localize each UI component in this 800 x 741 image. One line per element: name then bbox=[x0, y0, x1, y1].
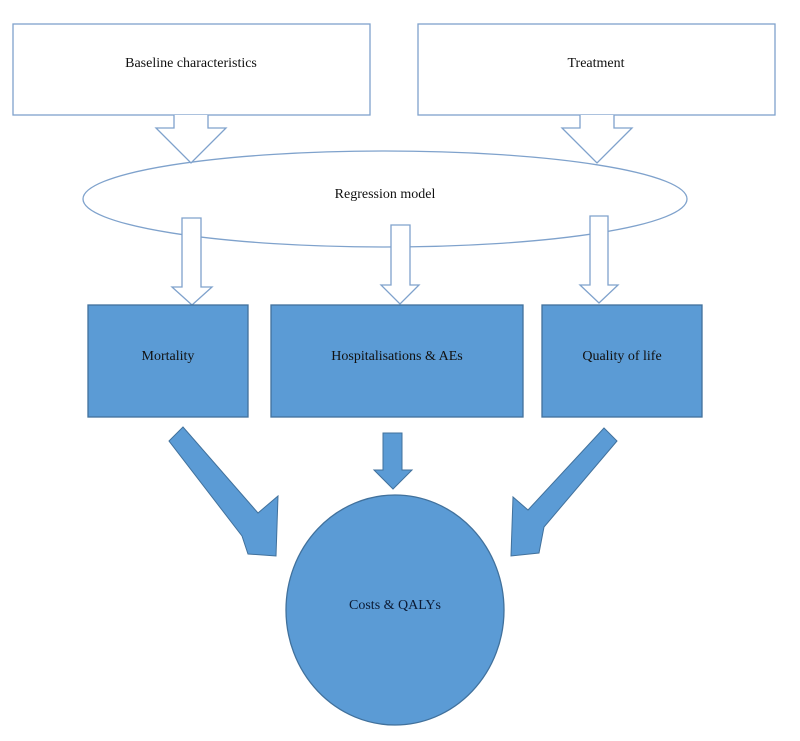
node-quality-of-life: Quality of life bbox=[541, 304, 703, 418]
node-regression-model: Regression model bbox=[82, 150, 688, 248]
arrow-model-to-hospitalisations bbox=[379, 224, 421, 305]
node-baseline: Baseline characteristics bbox=[12, 23, 371, 116]
arrow-model-to-quality bbox=[578, 215, 620, 304]
arrow-model-to-mortality bbox=[170, 217, 214, 306]
regression-label: Regression model bbox=[335, 187, 436, 202]
hospitalisations-label: Hospitalisations & AEs bbox=[331, 349, 462, 364]
treatment-box bbox=[417, 23, 776, 116]
result-circle bbox=[285, 494, 505, 726]
node-treatment: Treatment bbox=[417, 23, 776, 116]
arrow-quality-to-result bbox=[510, 427, 618, 557]
node-result: Costs & QALYs bbox=[285, 494, 505, 726]
mortality-label: Mortality bbox=[142, 349, 195, 364]
arrow-baseline-to-model bbox=[154, 115, 228, 164]
mortality-box bbox=[87, 304, 249, 418]
node-hospitalisations: Hospitalisations & AEs bbox=[270, 304, 524, 418]
arrow-treatment-to-model bbox=[560, 115, 634, 164]
quality-box bbox=[541, 304, 703, 418]
treatment-label: Treatment bbox=[567, 56, 624, 71]
result-label: Costs & QALYs bbox=[349, 598, 441, 613]
arrow-hospitalisations-to-result bbox=[372, 432, 414, 490]
hospitalisations-box bbox=[270, 304, 524, 418]
quality-label: Quality of life bbox=[582, 349, 661, 364]
baseline-box bbox=[12, 23, 371, 116]
node-mortality: Mortality bbox=[87, 304, 249, 418]
baseline-label: Baseline characteristics bbox=[125, 56, 257, 71]
regression-ellipse bbox=[82, 150, 688, 248]
arrow-mortality-to-result bbox=[168, 426, 279, 557]
